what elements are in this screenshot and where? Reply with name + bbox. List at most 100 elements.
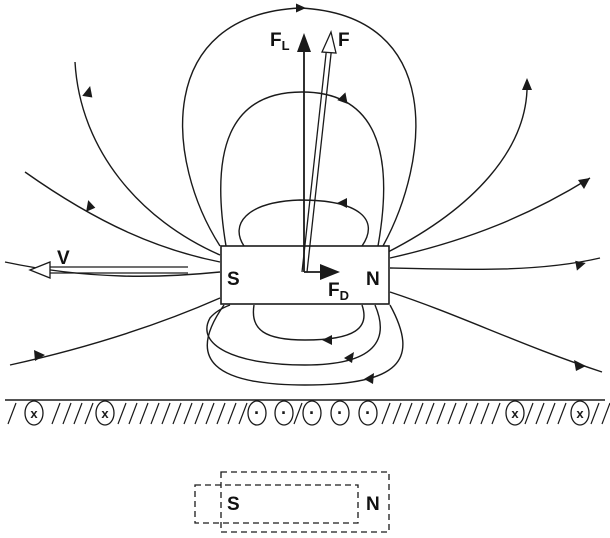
field-arrow-left-2-icon (86, 200, 96, 212)
total-force-label: F (338, 30, 350, 51)
current-out-of-page-icon: · (330, 400, 350, 426)
ghost-magnet-south-label: S (227, 494, 240, 515)
field-arrow-inner-bottom-icon (322, 335, 332, 345)
track-hatch-line (139, 402, 149, 425)
current-out-of-page-icon: · (247, 400, 267, 426)
track-hatch-line (392, 402, 402, 425)
field-line-middle-bottom (206, 304, 381, 366)
ghost-magnet-north-label: N (366, 494, 380, 515)
current-into-page-icon: x (24, 400, 44, 426)
track-hatch-line (216, 402, 226, 425)
track-hatch-line (194, 402, 204, 425)
total-force-arrow-line-b (306, 44, 333, 273)
track-hatch-line (557, 402, 567, 425)
svg-text:·: · (254, 403, 260, 423)
track-hatch-line (447, 402, 457, 425)
track-hatch-line (469, 402, 479, 425)
drag-force-arrowhead-icon (320, 264, 340, 280)
track-hatch-line (414, 402, 424, 425)
field-arrow-right-4-icon (574, 360, 586, 371)
track-hatch-line (546, 402, 556, 425)
track-hatch-line (51, 402, 61, 425)
track-hatch-line (524, 402, 534, 425)
current-into-page-icon: x (570, 400, 590, 426)
field-line-outer-bottom (206, 304, 404, 386)
track-hatch-line (84, 402, 94, 425)
magnet-body (220, 245, 390, 305)
field-arrow-middle-top-icon (337, 92, 348, 104)
ghost-magnet-previous (194, 484, 359, 524)
current-out-of-page-icon: · (274, 400, 294, 426)
field-line-right-1 (387, 79, 528, 253)
ghost-magnet-current (220, 471, 390, 533)
track-hatch-line (535, 402, 545, 425)
magnet-north-label: N (366, 269, 380, 290)
track-hatch-line (480, 402, 490, 425)
track-hatch-line (293, 402, 303, 425)
field-line-inner-top (238, 199, 369, 247)
track-hatch-line (491, 402, 501, 425)
track-hatch-line (381, 402, 391, 425)
field-arrow-outer-top-icon (296, 3, 306, 13)
total-force-arrowhead-icon (321, 29, 337, 54)
svg-text:x: x (511, 406, 519, 421)
track-hatch-line (590, 402, 600, 425)
current-out-of-page-icon: · (302, 400, 322, 426)
field-line-inner-bottom (252, 304, 365, 341)
svg-text:·: · (365, 403, 371, 423)
track-hatch-line (161, 402, 171, 425)
field-arrow-inner-top-icon (337, 198, 347, 208)
track-hatch-line (601, 402, 610, 425)
field-line-left-4 (9, 297, 221, 366)
field-line-right-2 (389, 177, 591, 259)
svg-text:·: · (337, 403, 343, 423)
track-hatch-line (436, 402, 446, 425)
track-hatch-line (227, 402, 237, 425)
field-line-middle-top (220, 91, 385, 247)
current-into-page-icon: x (505, 400, 525, 426)
magnet-south-label: S (227, 269, 240, 290)
field-line-right-4 (389, 291, 603, 373)
field-arrow-outer-bottom-icon (364, 373, 374, 384)
conducting-track: x x · · · · · x x (5, 399, 610, 426)
track-hatching (7, 402, 610, 425)
svg-text:·: · (281, 403, 287, 423)
svg-text:·: · (309, 403, 315, 423)
field-line-outer-top (181, 7, 417, 247)
field-arrow-left-1-icon (82, 86, 93, 98)
lift-force-label: FL (270, 30, 290, 53)
velocity-label: V (57, 248, 70, 269)
lift-force-arrowhead-icon (297, 33, 311, 52)
drag-force-label: FD (328, 280, 349, 303)
velocity-arrowhead-icon (28, 261, 51, 279)
total-force-arrow-line-a (301, 44, 328, 273)
svg-text:x: x (101, 406, 109, 421)
track-hatch-line (238, 402, 248, 425)
field-arrow-middle-bottom-icon (344, 352, 354, 363)
track-hatch-line (205, 402, 215, 425)
track-hatch-line (458, 402, 468, 425)
track-hatch-line (128, 402, 138, 425)
field-line-left-1 (74, 61, 221, 256)
track-hatch-line (172, 402, 182, 425)
track-hatch-line (183, 402, 193, 425)
eddy-current-markers: x x · · · · · x x (24, 400, 590, 426)
svg-text:x: x (576, 406, 584, 421)
current-into-page-icon: x (95, 400, 115, 426)
field-arrow-left-4-icon (34, 350, 45, 361)
track-hatch-line (62, 402, 72, 425)
track-hatch-line (150, 402, 160, 425)
field-line-right-3 (389, 257, 601, 271)
svg-text:x: x (30, 406, 38, 421)
field-line-left-2 (24, 171, 221, 263)
current-out-of-page-icon: · (358, 400, 378, 426)
field-arrow-right-2-icon (578, 178, 590, 189)
track-hatch-line (117, 402, 127, 425)
track-hatch-line (73, 402, 83, 425)
field-arrow-right-1-icon (522, 78, 532, 90)
track-hatch-line (7, 402, 17, 425)
track-hatch-line (403, 402, 413, 425)
magnetic-field-lines (4, 3, 603, 386)
